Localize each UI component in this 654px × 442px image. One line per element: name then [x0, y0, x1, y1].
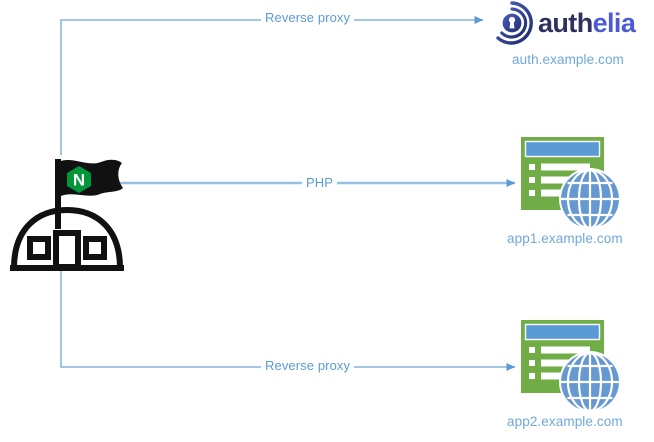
app-server-icon-app1 — [521, 137, 625, 232]
hostname-app1: app1.example.com — [507, 231, 623, 246]
hostname-auth: auth.example.com — [512, 52, 624, 67]
globe-icon — [559, 351, 621, 413]
edge-label-php: PHP — [302, 175, 338, 190]
edge-line-app2 — [60, 265, 516, 371]
hostname-app2: app2.example.com — [507, 414, 623, 429]
authelia-wordmark-second: elia — [592, 7, 636, 38]
authelia-brand: authelia — [489, 0, 654, 46]
edge-line-auth — [60, 16, 484, 155]
authelia-logo-icon — [496, 1, 533, 45]
authelia-wordmark-first: auth — [538, 7, 593, 38]
edge-label-reverse-proxy-app2: Reverse proxy — [261, 358, 355, 373]
nginx-server-icon: N — [8, 155, 126, 275]
globe-icon — [559, 168, 621, 230]
authelia-wordmark: authelia — [538, 7, 636, 38]
svg-text:N: N — [73, 171, 85, 190]
app-server-icon-app2 — [521, 320, 625, 415]
edge-label-reverse-proxy-auth: Reverse proxy — [261, 10, 355, 25]
